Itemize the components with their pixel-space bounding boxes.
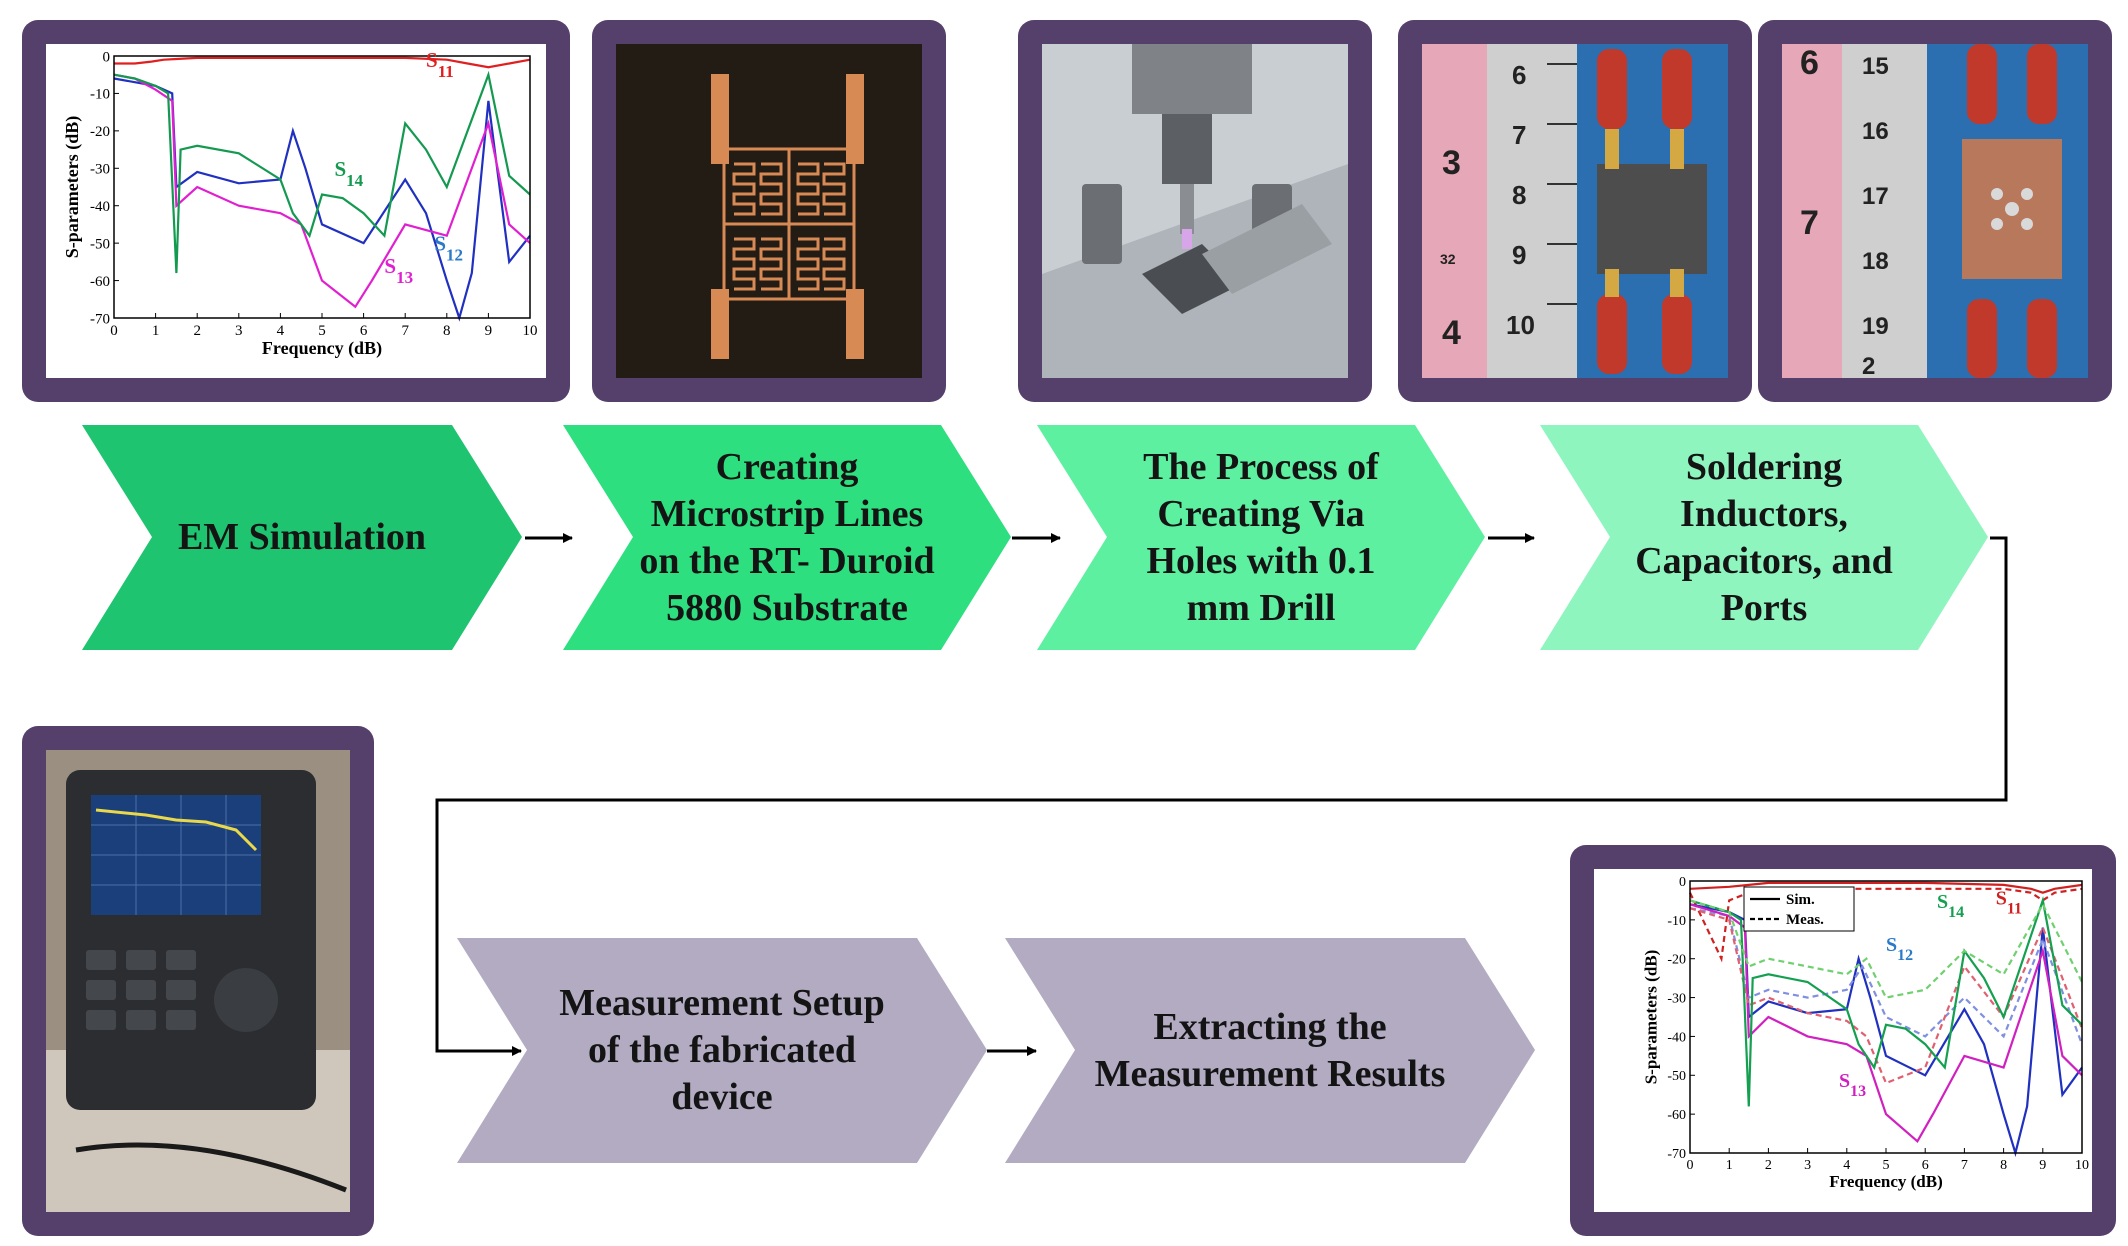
y-tick-label: -30: [1667, 991, 1686, 1006]
ruler-number: 19: [1862, 313, 1889, 340]
ruler-number: 4: [1442, 314, 1461, 352]
x-tick-label: 8: [2000, 1158, 2007, 1173]
x-tick-label: 5: [318, 323, 326, 339]
x-tick-label: 10: [523, 323, 538, 339]
curve-annotation: S14: [334, 157, 363, 190]
x-tick-label: 2: [1765, 1158, 1772, 1173]
curve-annotation: S11: [426, 48, 454, 81]
series-line-s14: [113, 70, 531, 274]
ruler-number: 10: [1506, 310, 1535, 340]
curve-annotation: S12: [434, 232, 463, 265]
x-tick-label: 1: [1726, 1158, 1733, 1173]
curve-annotation: S13: [1839, 1070, 1866, 1100]
simulation-s-parameter-chart: 0 1 2 3 4 5 6 7 8 9 10 0 -10 -20 -30 -40 -50 -60 -70Freque…: [62, 48, 538, 359]
step-label: Extracting the Measurement Results: [1094, 1005, 1446, 1095]
soldered-board-frame-1: 3 4 6 7 8 9 10 32: [1398, 20, 1752, 402]
y-tick-label: 0: [103, 49, 111, 65]
step-label: Creating Microstrip Lines on the RT- Dur…: [639, 445, 935, 629]
x-tick-label: 3: [1804, 1158, 1811, 1173]
y-tick-label: -40: [1667, 1030, 1686, 1045]
x-tick-label: 7: [401, 323, 409, 339]
y-tick-label: -60: [90, 274, 110, 290]
x-tick-label: 0: [1687, 1158, 1694, 1173]
vna-photo: [46, 750, 350, 1212]
ruler-number: 2: [1862, 353, 1875, 378]
ruler-number: 18: [1862, 248, 1889, 275]
y-tick-label: -70: [1667, 1147, 1686, 1162]
step-via-holes: The Process of Creating Via Holes with 0…: [1037, 425, 1485, 650]
y-tick-label: -10: [90, 87, 110, 103]
soldered-board-photo-1: 3 4 6 7 8 9 10 32: [1422, 44, 1728, 378]
ruler-number: 9: [1512, 240, 1526, 270]
y-tick-label: -30: [90, 162, 110, 178]
ruler-number: 7: [1512, 120, 1526, 150]
x-axis-label: Frequency (dB): [262, 338, 382, 359]
legend-entry: Sim.: [1786, 892, 1815, 908]
step-extracting-results: Extracting the Measurement Results: [1005, 938, 1535, 1163]
measured-s-parameter-chart: 0 1 2 3 4 5 6 7 8 9 10 0 -10 -20 -30 -40 -50 -60 -70Freque…: [1641, 875, 2089, 1191]
y-tick-label: -70: [90, 311, 110, 327]
step-microstrip-lines: Creating Microstrip Lines on the RT- Dur…: [563, 425, 1011, 650]
microstrip-photo: [616, 44, 922, 378]
ruler-number: 6: [1800, 44, 1819, 82]
y-tick-label: -20: [1667, 953, 1686, 968]
ruler-number: 6: [1512, 60, 1526, 90]
y-tick-label: -10: [1667, 914, 1686, 929]
drill-photo: [1042, 44, 1348, 378]
x-tick-label: 10: [2075, 1158, 2089, 1173]
y-tick-label: -40: [90, 199, 110, 215]
chevron-shape: [82, 425, 522, 650]
y-tick-label: -20: [90, 124, 110, 140]
x-tick-label: 2: [193, 323, 201, 339]
step-label: The Process of Creating Via Holes with 0…: [1143, 445, 1379, 629]
microstrip-photo-frame: [592, 20, 946, 402]
x-tick-label: 8: [443, 323, 451, 339]
x-tick-label: 6: [360, 323, 368, 339]
ruler-number: 3: [1442, 144, 1461, 182]
x-tick-label: 3: [235, 323, 243, 339]
ruler-number: 7: [1800, 204, 1819, 242]
ruler-number: 17: [1862, 183, 1889, 210]
x-tick-label: 0: [110, 323, 118, 339]
ruler-number: 8: [1512, 180, 1526, 210]
legend-entry: Meas.: [1786, 912, 1824, 928]
x-tick-label: 4: [277, 323, 285, 339]
y-tick-label: 0: [1679, 875, 1686, 890]
ruler-number: 15: [1862, 53, 1889, 80]
y-axis-label: S-parameters (dB): [1641, 950, 1660, 1085]
curve-annotation: S12: [1886, 934, 1913, 964]
step-em-simulation: EM Simulation: [82, 425, 522, 650]
curve-annotation: S14: [1937, 891, 1964, 921]
curve-annotation: S13: [384, 254, 413, 286]
ruler-number: 32: [1440, 251, 1456, 267]
y-tick-label: -50: [1667, 1069, 1686, 1084]
vna-photo-frame: [22, 726, 374, 1236]
x-tick-label: 4: [1843, 1158, 1850, 1173]
x-tick-label: 6: [1922, 1158, 1929, 1173]
step-soldering: Soldering Inductors, Capacitors, and Por…: [1540, 425, 1988, 650]
x-tick-label: 7: [1961, 1158, 1968, 1173]
drill-photo-frame: [1018, 20, 1372, 402]
ruler-number: 16: [1862, 118, 1889, 145]
y-tick-label: -50: [90, 236, 110, 252]
series-line-s11: [114, 56, 531, 69]
step-label: Soldering Inductors, Capacitors, and Por…: [1635, 445, 1893, 629]
x-tick-label: 9: [485, 323, 493, 339]
x-tick-label: 1: [152, 323, 160, 339]
y-tick-label: -60: [1667, 1108, 1686, 1123]
step-label: EM Simulation: [177, 516, 427, 558]
x-tick-label: 5: [1883, 1158, 1890, 1173]
x-tick-label: 9: [2039, 1158, 2046, 1173]
y-axis-label: S-parameters (dB): [62, 116, 83, 258]
soldered-board-photo-2: 6 7 15 16 17 18 19 2: [1782, 44, 2088, 378]
soldered-board-frame-2: 6 7 15 16 17 18 19 2: [1758, 20, 2112, 402]
step-label: Measurement Setup of the fabricated devi…: [559, 982, 885, 1118]
step-measurement-setup: Measurement Setup of the fabricated devi…: [457, 938, 987, 1163]
x-axis-label: Frequency (dB): [1829, 1172, 1943, 1191]
